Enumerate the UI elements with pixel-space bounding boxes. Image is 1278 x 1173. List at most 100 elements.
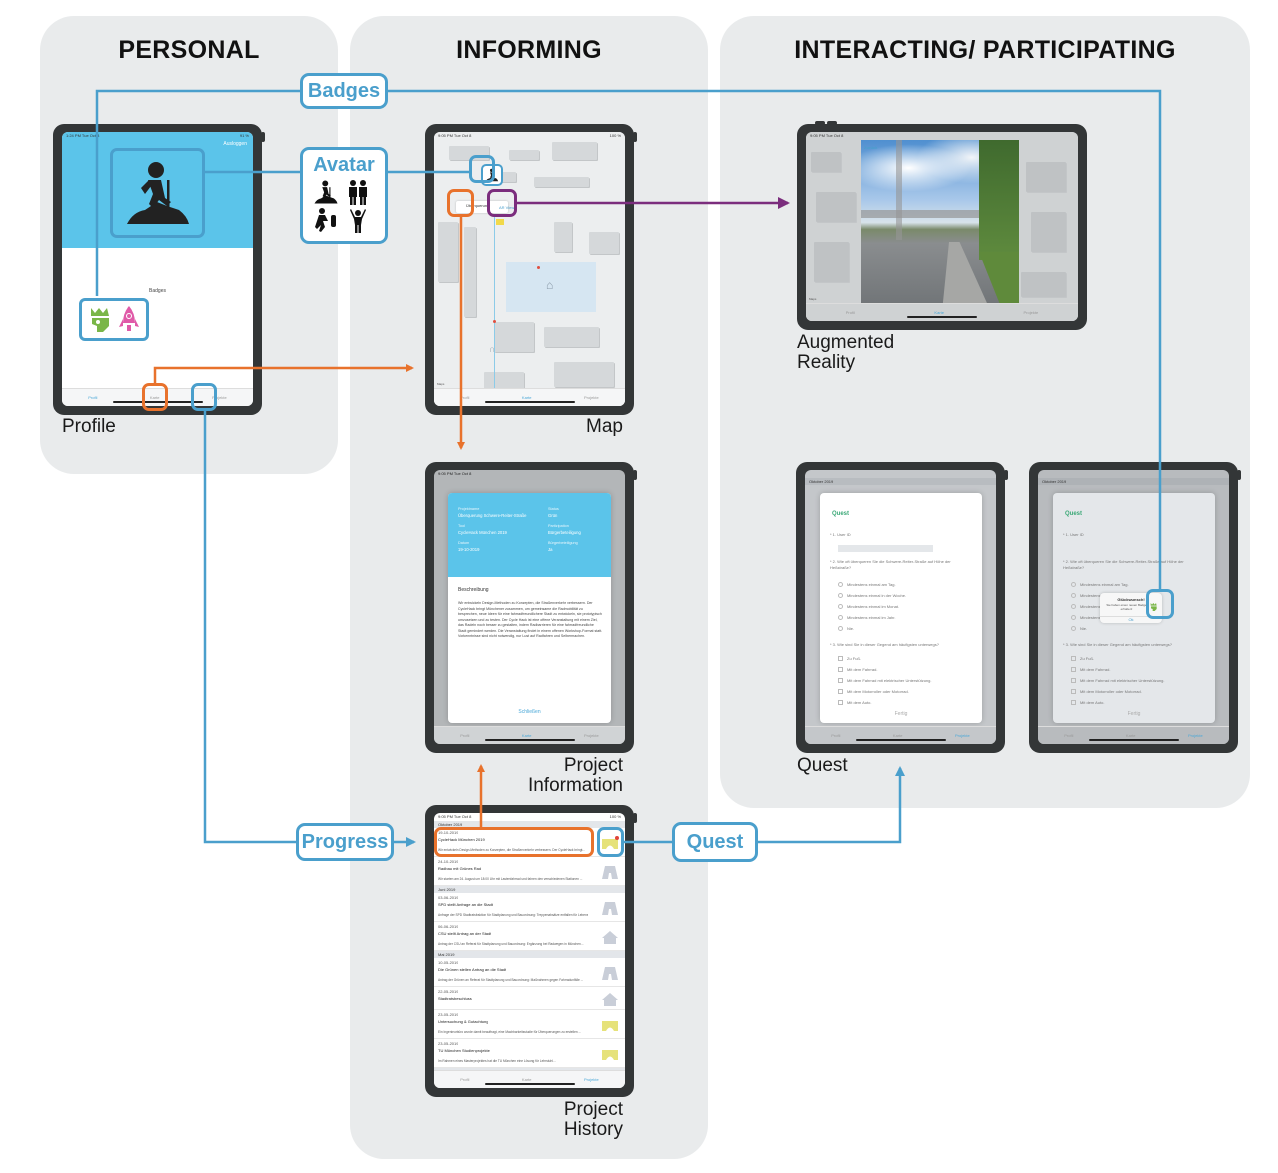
reward-badge-highlight bbox=[1146, 589, 1174, 619]
section-title-personal: PERSONAL bbox=[118, 36, 260, 64]
checkbox[interactable] bbox=[838, 700, 843, 706]
fields_right-field: Partizipation Bürgerbeteiligung bbox=[548, 524, 581, 535]
radio-button[interactable] bbox=[838, 626, 843, 632]
project-row[interactable]: 23-05-2019 TU München Studienprojekte Im… bbox=[434, 1039, 625, 1068]
avatar-runner-icon bbox=[315, 208, 336, 232]
done-button[interactable]: Fertig bbox=[894, 711, 908, 717]
project-list[interactable]: Oktober 2019 19-10-2019 CycleHack Münche… bbox=[434, 821, 625, 1070]
radio-button[interactable] bbox=[838, 582, 843, 588]
tab-profil[interactable]: Profil bbox=[460, 1077, 470, 1082]
done-button[interactable]: Fertig bbox=[1127, 711, 1141, 717]
q3-option[interactable]: Mit dem Motorroller oder Motorrad. bbox=[1071, 686, 1142, 697]
q2-option[interactable]: Nie. bbox=[838, 623, 854, 634]
ar-back-button[interactable]: Zurück bbox=[864, 145, 878, 150]
tab-karte[interactable]: Karte bbox=[521, 733, 532, 738]
q3-option[interactable]: Mit dem Motorroller oder Motorrad. bbox=[838, 686, 909, 697]
caption-profile: Profile bbox=[62, 416, 116, 437]
q3-option[interactable]: Mit dem Auto. bbox=[838, 697, 871, 708]
radio-button[interactable] bbox=[838, 593, 843, 599]
tab-profil[interactable]: Profil bbox=[845, 310, 855, 315]
user-id-input[interactable] bbox=[1071, 545, 1166, 552]
tab-profil[interactable]: Profil bbox=[460, 733, 470, 738]
project-info-screen: 9:05 PM Tue Oct 8 Projektname Überquerun… bbox=[434, 470, 625, 744]
q3-option[interactable]: Mit dem Fahrrad mit elektrischer Unterst… bbox=[1071, 675, 1164, 686]
q3-option[interactable]: Mit dem Fahrrad. bbox=[1071, 664, 1110, 675]
q2-option[interactable]: Mindestens einmal in der Woche. bbox=[838, 590, 906, 601]
question-2: * 2. Wie oft überqueren Sie die Schwere-… bbox=[1063, 559, 1184, 570]
radio-button[interactable] bbox=[838, 615, 843, 621]
badges-collection[interactable] bbox=[79, 298, 149, 341]
q3-option[interactable]: Zu Fuß. bbox=[1071, 653, 1094, 664]
question-1: * 1. User ID bbox=[830, 532, 851, 537]
tab-projekte[interactable]: Projekte bbox=[1023, 310, 1039, 315]
q2-option[interactable]: Mindestens einmal im Jahr. bbox=[838, 612, 895, 623]
radio-button[interactable] bbox=[838, 604, 843, 610]
tab-profil[interactable]: Profil bbox=[1064, 733, 1074, 738]
avatar[interactable] bbox=[110, 148, 205, 238]
checkbox[interactable] bbox=[838, 678, 843, 684]
q2-option[interactable]: Nie. bbox=[1071, 623, 1087, 634]
map-view[interactable]: ⌂ ∩ bbox=[434, 132, 625, 406]
project-row[interactable]: 24-10-2019 Radbau mit Grünes Rad Wir sta… bbox=[434, 857, 625, 886]
q3-option[interactable]: Mit dem Auto. bbox=[1071, 697, 1104, 708]
q2-option[interactable]: Mindestens einmal am Tag. bbox=[838, 579, 896, 590]
logout-button[interactable]: Ausloggen bbox=[223, 141, 247, 147]
radio-button[interactable] bbox=[1071, 593, 1076, 599]
tab-projekte[interactable]: Projekte bbox=[584, 733, 599, 738]
radio-button[interactable] bbox=[1071, 582, 1076, 588]
question-3: * 3. Wie sind Sie in dieser Gegend am hä… bbox=[830, 642, 939, 647]
tab-karte[interactable]: Karte bbox=[892, 733, 903, 738]
description-title: Beschreibung bbox=[458, 587, 489, 593]
checkbox[interactable] bbox=[1071, 700, 1076, 706]
checkbox[interactable] bbox=[1071, 656, 1076, 662]
tab-projekte[interactable]: Projekte bbox=[584, 395, 599, 400]
badge-king-icon bbox=[1150, 603, 1157, 611]
tab-profil[interactable]: Profil bbox=[831, 733, 841, 738]
quest-tablet: Oktober 2019 Quest * 1. User ID * 2. Wie… bbox=[796, 462, 1008, 753]
project-row[interactable]: 22-05-2019 Stadtratsbeschluss bbox=[434, 987, 625, 1010]
project-row[interactable]: 06-06-2019 CSU stellt Antrag an der Stad… bbox=[434, 922, 625, 951]
q3-option[interactable]: Mit dem Fahrrad. bbox=[838, 664, 877, 675]
q2-option[interactable]: Mindestens einmal am Tag. bbox=[1071, 579, 1129, 590]
tab-karte[interactable]: Karte bbox=[1125, 733, 1136, 738]
tab-projekte[interactable]: Projekte bbox=[955, 733, 970, 738]
checkbox[interactable] bbox=[838, 656, 843, 662]
ar-camera-view[interactable]: Zurück bbox=[861, 140, 1019, 312]
project-row[interactable]: 10-05-2019 Die Grünen stellen Antrag an … bbox=[434, 958, 625, 987]
avatar-hiker-icon bbox=[314, 180, 338, 204]
quest-reward-tabbar: Profil Karte Projekte bbox=[1038, 726, 1229, 744]
badge-king-icon bbox=[90, 307, 109, 332]
project-row[interactable]: 23-05-2019 Untersuchung & Gutachtung Ein… bbox=[434, 1010, 625, 1039]
close-button[interactable]: Schließen bbox=[518, 709, 541, 715]
user-id-input[interactable] bbox=[838, 545, 933, 552]
radio-button[interactable] bbox=[1071, 626, 1076, 632]
hiker-icon bbox=[126, 162, 189, 224]
quest-thumb-highlight bbox=[597, 827, 624, 857]
q3-option[interactable]: Mit dem Fahrrad mit elektrischer Unterst… bbox=[838, 675, 931, 686]
tab-profil[interactable]: Profil bbox=[88, 395, 98, 400]
checkbox[interactable] bbox=[1071, 667, 1076, 673]
badges-title: Badges bbox=[149, 288, 166, 294]
map-avatar-highlight bbox=[469, 155, 495, 183]
checkbox[interactable] bbox=[1071, 678, 1076, 684]
tab-projekte[interactable]: Projekte bbox=[584, 1077, 599, 1082]
badge-rocket-icon bbox=[118, 305, 139, 331]
checkbox[interactable] bbox=[1071, 689, 1076, 695]
project-thumb-icon bbox=[602, 930, 618, 944]
checkbox[interactable] bbox=[838, 689, 843, 695]
radio-button[interactable] bbox=[1071, 604, 1076, 610]
q3-option[interactable]: Zu Fuß. bbox=[838, 653, 861, 664]
alert-ok-button[interactable]: Ok bbox=[1100, 616, 1162, 622]
checkbox[interactable] bbox=[838, 667, 843, 673]
project-row[interactable]: 03-06-2019 SPD stellt Anfrage an die Sta… bbox=[434, 893, 625, 922]
project-info-header: Projektname Überquerung Schwere-Reiter-S… bbox=[448, 493, 611, 577]
tab-profil[interactable]: Profil bbox=[460, 395, 470, 400]
tab-karte[interactable]: Karte bbox=[521, 1077, 532, 1082]
q2-option[interactable]: Mindestens einmal im Monat. bbox=[838, 601, 899, 612]
tab-karte[interactable]: Karte bbox=[521, 395, 532, 400]
tab-karte[interactable]: Karte bbox=[934, 310, 944, 315]
tab-projekte[interactable]: Projekte bbox=[1188, 733, 1203, 738]
project-thumb-icon bbox=[602, 865, 618, 879]
radio-button[interactable] bbox=[1071, 615, 1076, 621]
